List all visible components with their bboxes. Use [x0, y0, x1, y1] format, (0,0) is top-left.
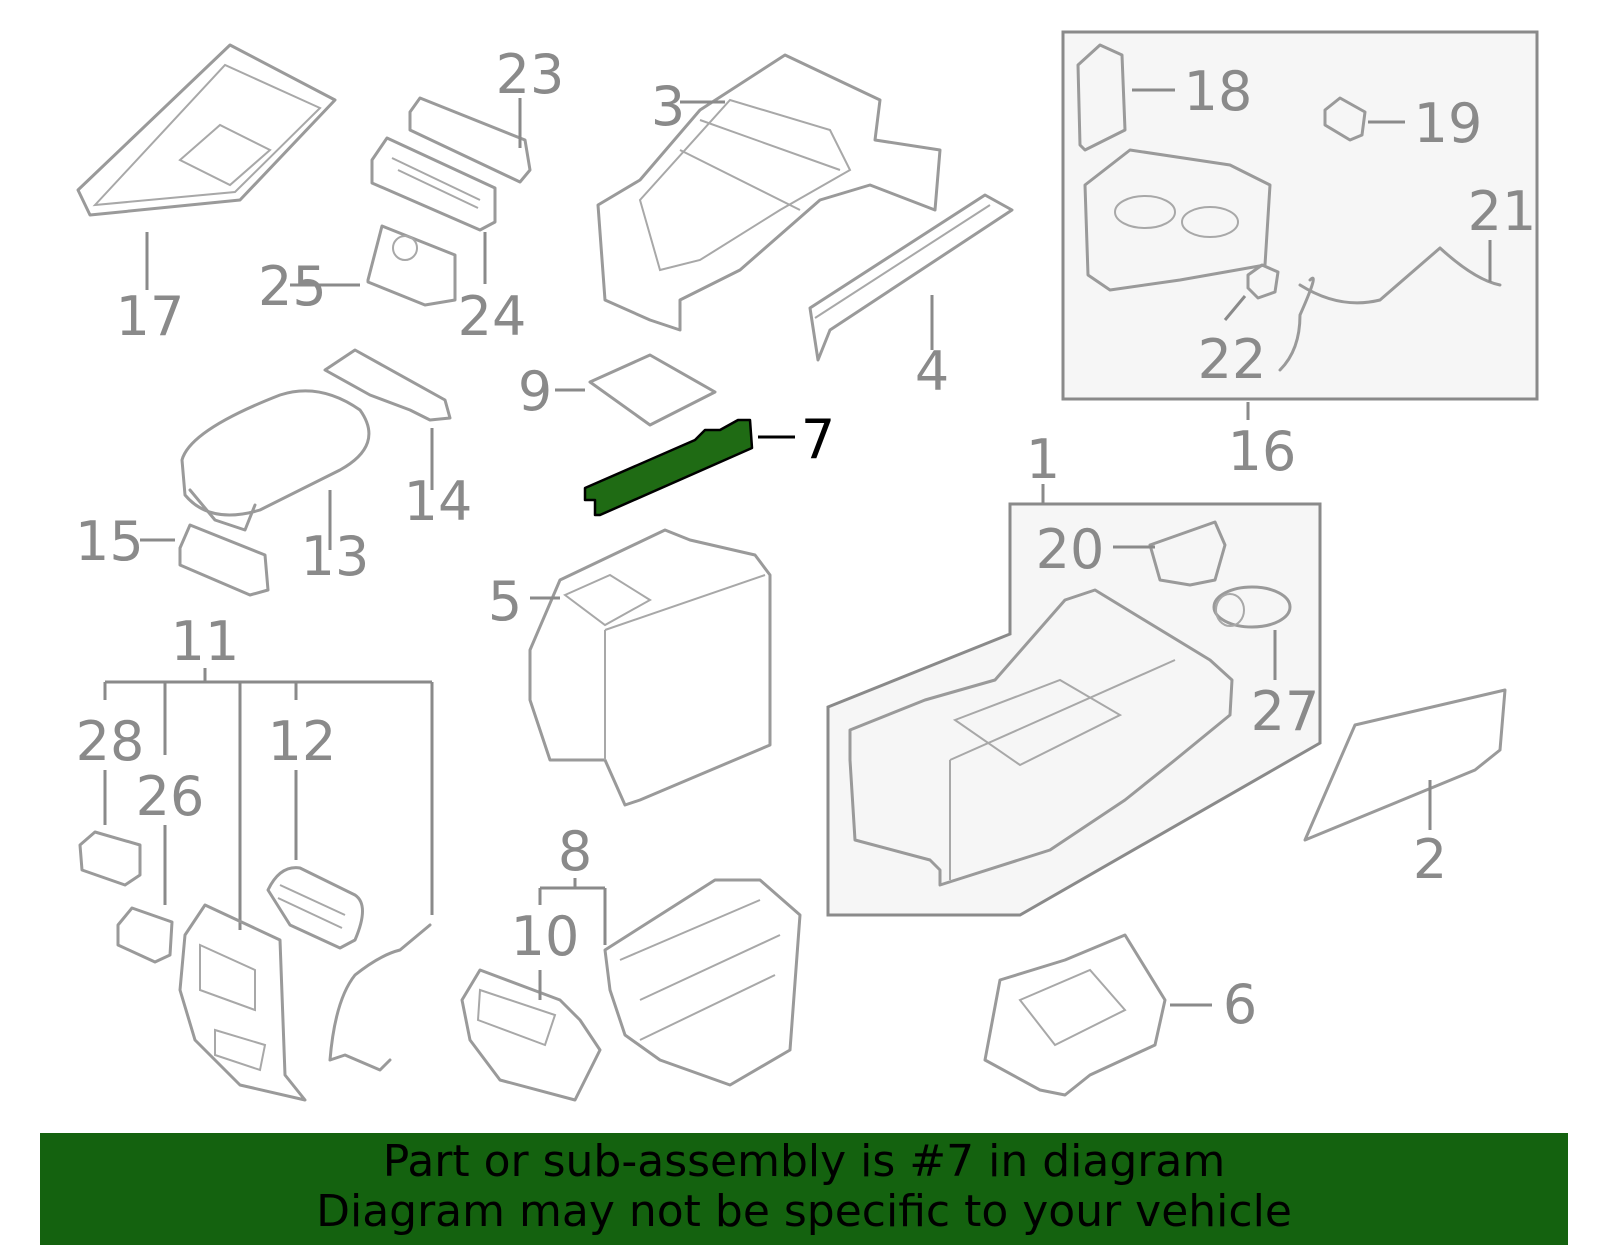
part-14: [323, 348, 452, 490]
part-13: [180, 389, 371, 550]
part-3: [596, 53, 942, 332]
callout-19: 19: [1414, 92, 1483, 155]
info-banner: Part or sub-assembly is #7 in diagram Di…: [40, 1133, 1568, 1245]
callout-15: 15: [75, 510, 144, 573]
part-23: [408, 96, 532, 184]
part-11-bezel: [178, 903, 307, 1102]
callout-23: 23: [496, 43, 565, 106]
callout-25: 25: [258, 255, 327, 318]
part-4: [808, 193, 1014, 362]
part-10: [460, 968, 602, 1102]
callout-4: 4: [915, 340, 949, 403]
part-28: [78, 770, 142, 887]
part-7-highlighted: [583, 418, 795, 517]
part-20: [1113, 520, 1227, 587]
part-11-group: [103, 668, 434, 930]
callout-9: 9: [518, 360, 552, 423]
callout-16: 16: [1228, 420, 1297, 483]
callout-27: 27: [1251, 680, 1320, 743]
callout-1: 1: [1026, 428, 1060, 491]
banner-line-1: Part or sub-assembly is #7 in diagram: [382, 1136, 1226, 1187]
callout-22: 22: [1198, 328, 1267, 391]
part-22: [1223, 263, 1280, 321]
callout-7: 7: [801, 408, 835, 471]
callout-6: 6: [1223, 973, 1257, 1036]
part-24: [370, 136, 497, 284]
part-25: [290, 224, 457, 307]
callout-11: 11: [171, 610, 240, 673]
callout-20: 20: [1036, 518, 1105, 581]
callout-26: 26: [136, 765, 205, 828]
part-15: [140, 523, 270, 597]
callout-18: 18: [1184, 60, 1253, 123]
callout-28: 28: [76, 710, 145, 773]
callout-5: 5: [488, 570, 522, 633]
part-8: [538, 878, 802, 1087]
callout-13: 13: [301, 525, 370, 588]
callout-14: 14: [404, 470, 473, 533]
callout-12: 12: [268, 710, 337, 773]
part-7-shape: [583, 418, 754, 517]
part-19: [1323, 96, 1405, 142]
part-12: [266, 770, 364, 950]
callout-21: 21: [1468, 180, 1537, 243]
callout-24: 24: [458, 285, 527, 348]
part-5: [528, 528, 772, 807]
callout-17: 17: [116, 285, 185, 348]
part-21: [1278, 240, 1502, 372]
part-27: [1212, 585, 1292, 680]
callout-2: 2: [1413, 828, 1447, 891]
parts-diagram: 17 23 24 25 3 4 9 7 14 13 15 5 18 19 21 …: [75, 30, 1539, 1102]
part-1: [848, 484, 1234, 887]
callout-8: 8: [558, 820, 592, 883]
callout-3: 3: [651, 75, 685, 138]
banner-line-2: Diagram may not be specific to your vehi…: [316, 1186, 1292, 1237]
part-26: [116, 825, 174, 964]
part-18: [1076, 43, 1175, 152]
part-9: [555, 353, 717, 427]
part-17: [76, 43, 337, 290]
callout-10: 10: [511, 905, 580, 968]
part-2: [1303, 688, 1507, 842]
inset-box-16: [1061, 30, 1539, 401]
part-6: [983, 933, 1212, 1097]
part-11-harness: [328, 923, 432, 1072]
